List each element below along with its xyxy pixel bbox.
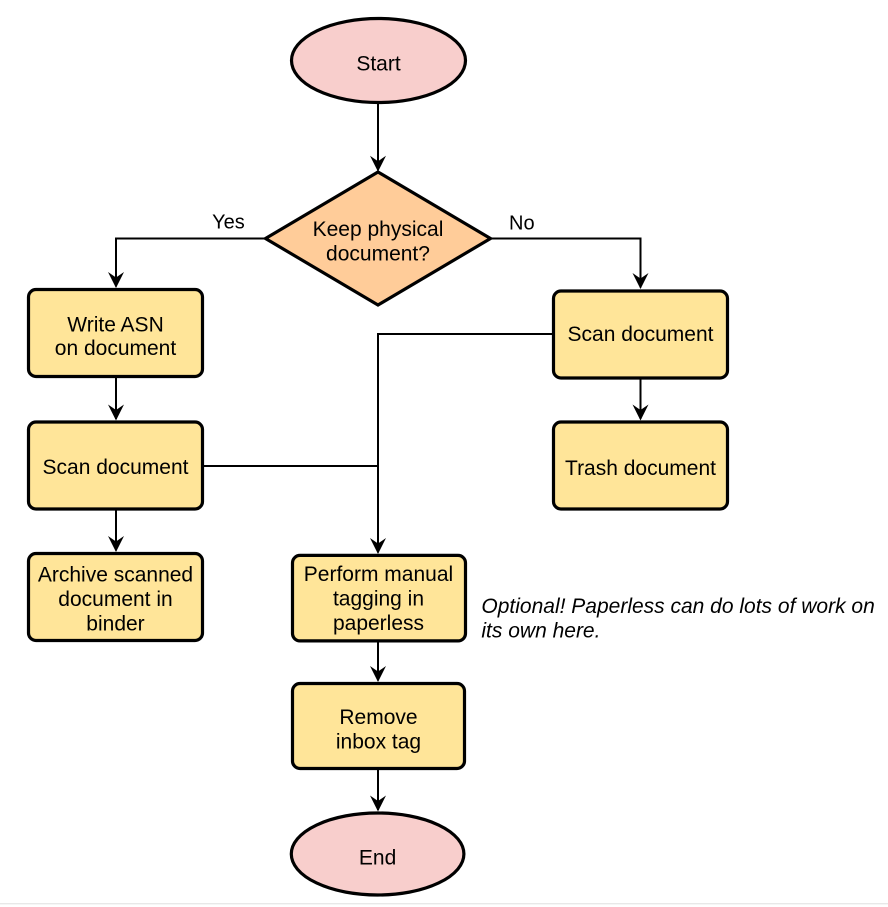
svg-text:on document: on document <box>55 337 177 360</box>
svg-text:Perform manual: Perform manual <box>304 563 453 586</box>
svg-text:Yes: Yes <box>212 212 245 234</box>
svg-text:Start: Start <box>356 52 401 75</box>
svg-text:End: End <box>359 847 396 870</box>
svg-text:its own here.: its own here. <box>481 619 600 642</box>
svg-text:Archive scanned: Archive scanned <box>38 564 193 587</box>
svg-text:Optional! Paperless can do lot: Optional! Paperless can do lots of work … <box>481 595 874 618</box>
svg-text:document?: document? <box>326 242 430 265</box>
svg-text:tagging in: tagging in <box>333 588 424 611</box>
svg-text:Write ASN: Write ASN <box>67 313 163 336</box>
svg-text:No: No <box>509 213 535 235</box>
svg-text:inbox tag: inbox tag <box>336 731 421 754</box>
svg-text:paperless: paperless <box>333 612 424 635</box>
svg-text:Scan document: Scan document <box>568 323 714 346</box>
svg-text:document in: document in <box>58 588 172 611</box>
svg-text:Keep physical: Keep physical <box>313 218 444 241</box>
svg-text:Trash document: Trash document <box>565 457 716 480</box>
svg-text:binder: binder <box>86 613 144 636</box>
svg-text:Scan document: Scan document <box>43 456 189 479</box>
svg-text:Remove: Remove <box>339 706 417 729</box>
